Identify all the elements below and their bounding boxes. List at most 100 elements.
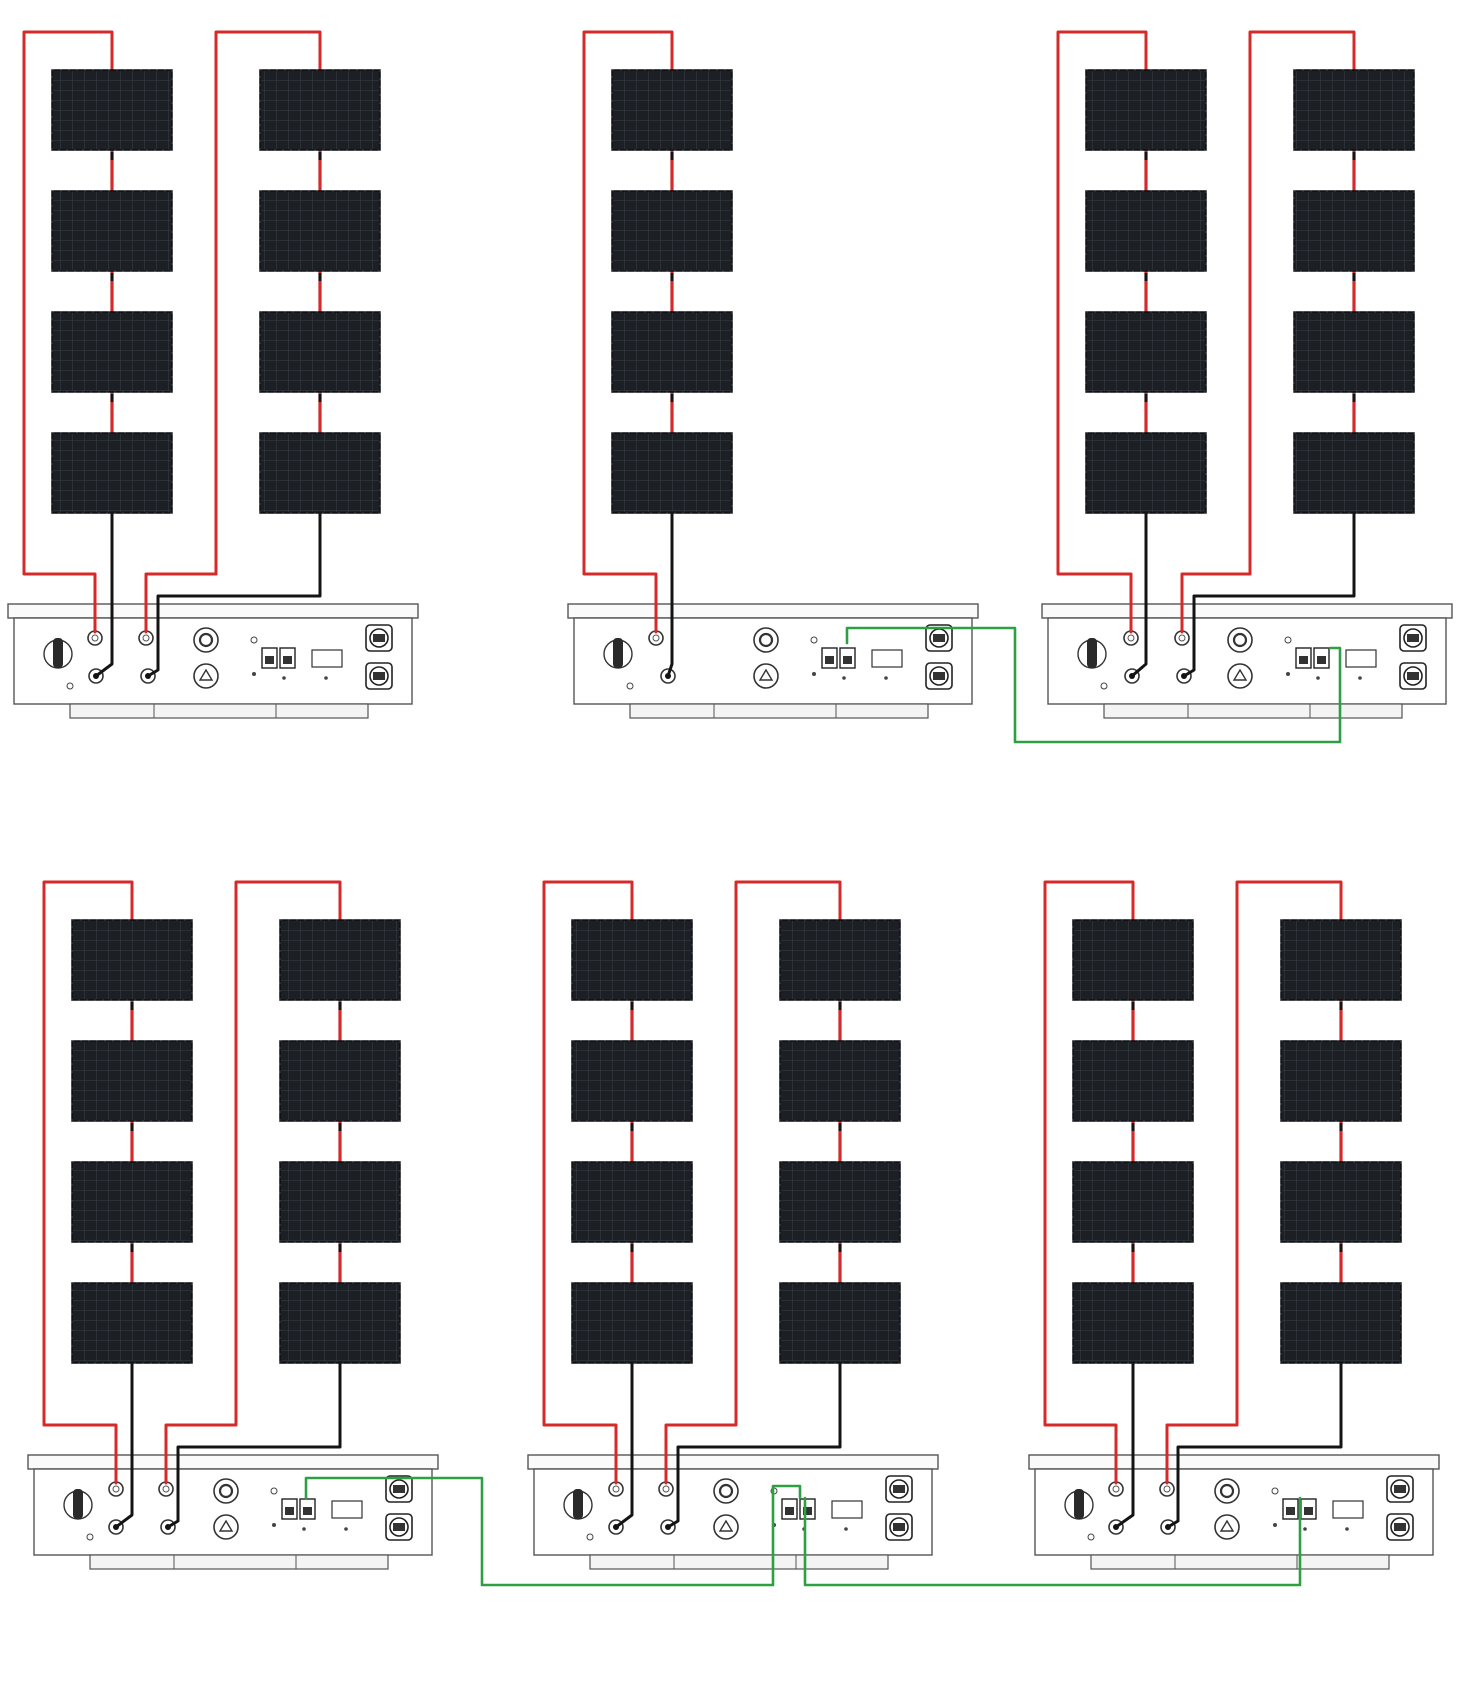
pv-panel-frame: [259, 190, 381, 272]
pv-panel: [779, 1161, 901, 1243]
inverter-system-1: [7, 603, 419, 719]
ac-port-inner: [1219, 1519, 1235, 1532]
pv-panel-cells: [779, 919, 901, 1001]
grid-connector-core: [373, 672, 385, 680]
grid-connector-core: [393, 1485, 405, 1493]
led-dot: [884, 676, 888, 680]
led-dot: [1303, 1527, 1307, 1531]
pv-panel-frame: [279, 1040, 401, 1122]
rj45-port-socket: [1299, 656, 1308, 664]
ac-port-icon: [1214, 1514, 1240, 1540]
led-dot: [842, 676, 846, 680]
pv-panel-cells: [1072, 919, 1194, 1001]
pv-panel: [779, 1282, 901, 1364]
pv-panel-cells: [279, 1161, 401, 1243]
positive-string-wire: [22, 30, 114, 640]
ac-port-icon: [1227, 663, 1253, 689]
pv-panel: [51, 190, 173, 272]
rj45-port-socket: [1317, 656, 1326, 664]
pv-panel-cells: [1085, 311, 1207, 393]
screw-icon: [1284, 636, 1292, 644]
pv-panel-frame: [571, 1040, 693, 1122]
inverter-system-3: [1041, 603, 1453, 719]
pv-connector-pin: [1127, 634, 1135, 642]
pv-panel-frame: [571, 1161, 693, 1243]
pv-panel-cells: [1280, 1282, 1402, 1364]
pv-panel-frame: [51, 432, 173, 514]
pv-panel: [1293, 190, 1415, 272]
positive-string-wire: [1165, 880, 1343, 1491]
nameplate-window: [311, 649, 343, 668]
pv-panel-cells: [51, 69, 173, 151]
pv-panel-cells: [1293, 432, 1415, 514]
pv-panel: [1293, 311, 1415, 393]
pv-panel-frame: [1280, 919, 1402, 1001]
rj45-port-socket: [285, 1507, 294, 1515]
ac-port-icon: [713, 1514, 739, 1540]
led-dot: [324, 676, 328, 680]
inverter-top-lip: [567, 603, 979, 619]
grid-connector-core: [893, 1523, 905, 1531]
pv-panel-frame: [1072, 1161, 1194, 1243]
rj45-port-socket: [785, 1507, 794, 1515]
pv-connector-pin: [612, 1485, 620, 1493]
pv-panel-frame: [1280, 1040, 1402, 1122]
negative-string-wire: [1130, 511, 1148, 678]
ac-port-inner: [1232, 632, 1248, 648]
pv-panel-cells: [51, 311, 173, 393]
pv-panel-frame: [571, 919, 693, 1001]
pv-panel: [1085, 69, 1207, 151]
positive-string-wire: [42, 880, 134, 1491]
pv-panel-frame: [1293, 432, 1415, 514]
pv-connector-pin: [162, 1485, 170, 1493]
positive-string-wire: [164, 880, 342, 1491]
pv-panel-frame: [71, 919, 193, 1001]
negative-string-wire: [114, 1361, 134, 1529]
wires-layer: [22, 30, 1356, 1491]
pv-panel-cells: [51, 432, 173, 514]
negative-string-wire: [166, 1361, 342, 1529]
ground-screw-icon: [66, 682, 74, 690]
pv-panel: [259, 311, 381, 393]
pv-panel-frame: [279, 1161, 401, 1243]
negative-string-wire: [94, 511, 114, 678]
rs485-communication-wire: [845, 626, 1342, 744]
pv-panel: [1280, 1282, 1402, 1364]
ac-port-inner: [1232, 668, 1248, 681]
inverter-top-lip: [7, 603, 419, 619]
pv-panel: [571, 919, 693, 1001]
pv-panel-frame: [1280, 1282, 1402, 1364]
grid-connector-core: [393, 1523, 405, 1531]
rj45-port-socket: [825, 656, 834, 664]
led-dot: [1345, 1527, 1349, 1531]
pv-panel: [259, 69, 381, 151]
inverter-mount-bracket: [589, 1554, 889, 1570]
pv-panel: [1280, 1161, 1402, 1243]
pv-panel-cells: [1293, 190, 1415, 272]
positive-string-wire: [542, 880, 634, 1491]
pv-panel-frame: [571, 1282, 693, 1364]
inverter-entry-wires-layer: [93, 511, 1356, 1529]
pv-connector-pin: [1178, 634, 1186, 642]
negative-string-wire: [1166, 1361, 1343, 1529]
pv-panel-frame: [1085, 311, 1207, 393]
pv-panel-cells: [1072, 1282, 1194, 1364]
pv-panel-frame: [71, 1282, 193, 1364]
pv-panel-frame: [259, 69, 381, 151]
pv-panel-cells: [571, 1161, 693, 1243]
inverter-system-5: [527, 1454, 939, 1570]
screw-icon: [1271, 1487, 1279, 1495]
ground-screw-icon: [586, 1533, 594, 1541]
pv-panel-cells: [611, 311, 733, 393]
grid-connector-core: [1394, 1523, 1406, 1531]
nameplate-window: [1332, 1500, 1364, 1519]
pv-panel: [51, 432, 173, 514]
pv-connector-pin: [1163, 1485, 1171, 1493]
inverter-system-4: [27, 1454, 439, 1570]
inverter-mount-bracket: [69, 703, 369, 719]
negative-string-wire: [614, 1361, 634, 1529]
ac-port-icon: [213, 1514, 239, 1540]
inverter-mount-bracket: [89, 1554, 389, 1570]
pv-panel-cells: [611, 69, 733, 151]
negative-string-wire: [1182, 511, 1356, 678]
